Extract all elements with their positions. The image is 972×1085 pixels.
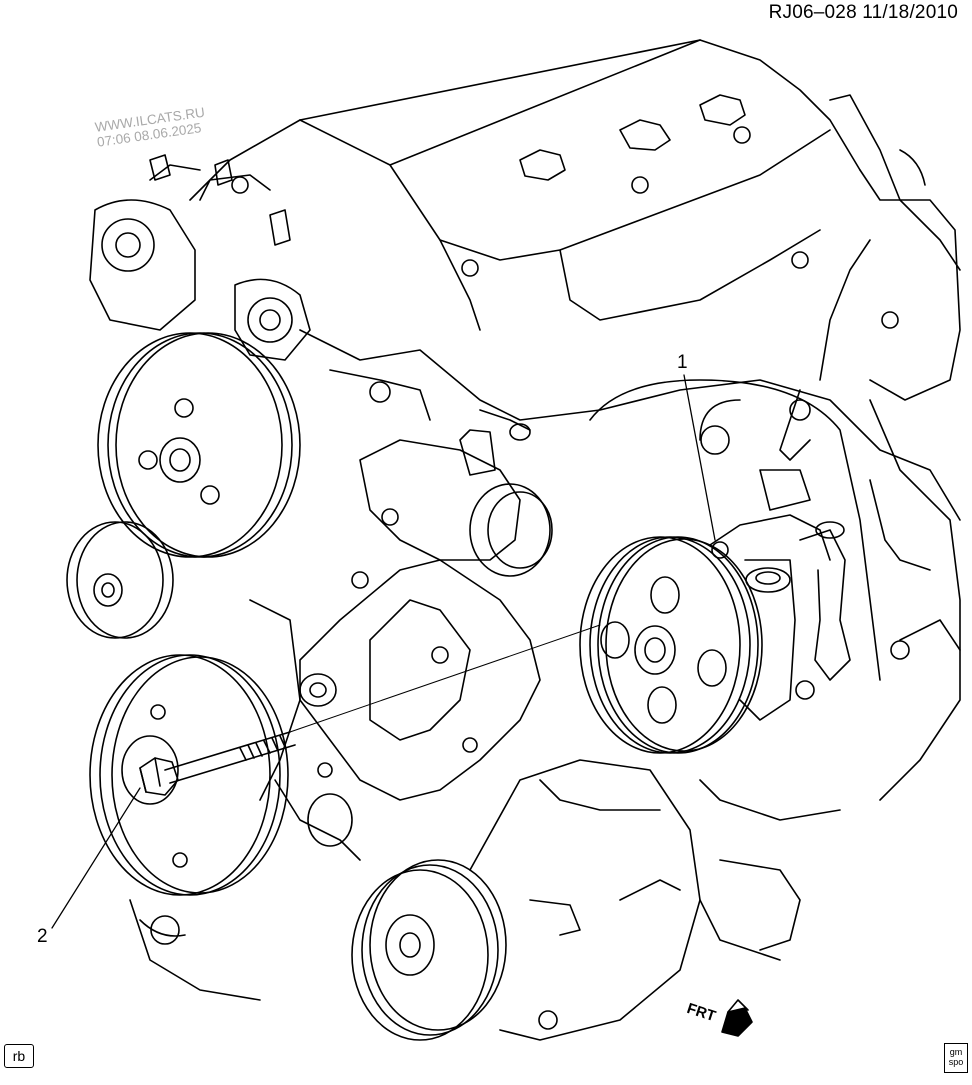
leader-lines xyxy=(51,374,716,929)
power-steering-pump xyxy=(579,514,851,754)
logo-bottom-text: spo xyxy=(948,1057,964,1067)
thermostat-housing xyxy=(329,369,553,577)
water-pump-pulley xyxy=(97,332,301,558)
accessory-bracket xyxy=(249,559,541,861)
gm-logo: gm spo xyxy=(944,1043,968,1073)
document-id: RJ06–028 11/18/2010 xyxy=(768,2,958,23)
callout-1: 1 xyxy=(677,352,688,373)
front-arrow-icon xyxy=(721,999,753,1037)
mounting-bolt xyxy=(139,624,601,796)
engine-block xyxy=(299,239,961,961)
crankshaft-pulley xyxy=(89,654,289,1001)
callout-2: 2 xyxy=(37,926,48,947)
valve-cover xyxy=(149,39,961,401)
logo-top-text: gm xyxy=(949,1047,963,1057)
ac-compressor xyxy=(351,759,701,1041)
timing-cover xyxy=(89,199,311,361)
idler-pulley xyxy=(66,521,174,639)
corner-tag: rb xyxy=(4,1044,34,1068)
